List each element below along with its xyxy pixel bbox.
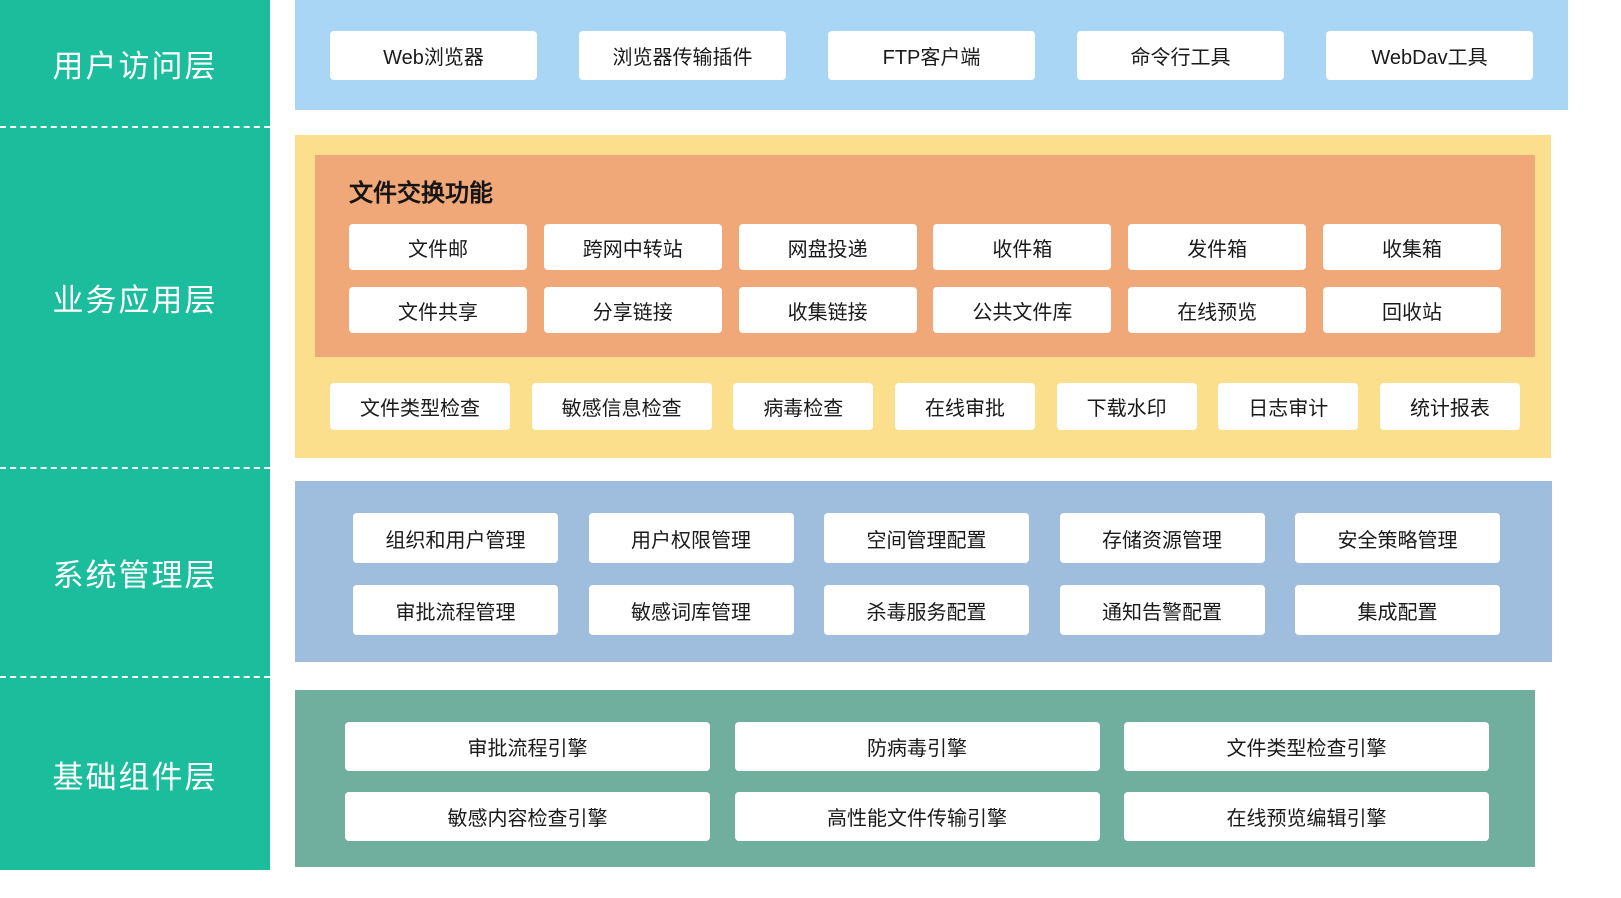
file-exchange-panel: 文件交换功能 文件邮 跨网中转站 网盘投递 收件箱 发件箱 收集箱 文件共享 分… <box>315 155 1535 357</box>
svc-statistics-report: 统计报表 <box>1379 383 1520 430</box>
svc-file-type-check: 文件类型检查 <box>330 383 510 430</box>
mgmt-user-permission-management: 用户权限管理 <box>588 513 794 563</box>
node-webdav-tool: WebDav工具 <box>1326 30 1533 80</box>
mgmt-org-user-management: 组织和用户管理 <box>353 513 558 563</box>
band-system-management: 组织和用户管理 用户权限管理 空间管理配置 存储资源管理 安全策略管理 审批流程… <box>295 481 1552 662</box>
svc-log-audit: 日志审计 <box>1218 383 1359 430</box>
engine-sensitive-content-check: 敏感内容检查引擎 <box>345 792 710 841</box>
mgmt-approval-process-management: 审批流程管理 <box>353 585 558 635</box>
node-browser-transfer-plugin: 浏览器传输插件 <box>579 30 786 80</box>
mgmt-antivirus-service-config: 杀毒服务配置 <box>824 585 1029 635</box>
engine-file-type-check: 文件类型检查引擎 <box>1124 722 1489 771</box>
system-row-1: 组织和用户管理 用户权限管理 空间管理配置 存储资源管理 安全策略管理 <box>353 513 1500 563</box>
exchange-row-1: 文件邮 跨网中转站 网盘投递 收件箱 发件箱 收集箱 <box>349 224 1501 270</box>
node-file-sharing: 文件共享 <box>349 287 527 333</box>
node-inbox: 收件箱 <box>933 224 1112 270</box>
node-ftp-client: FTP客户端 <box>828 30 1035 80</box>
svc-download-watermark: 下载水印 <box>1056 383 1197 430</box>
file-exchange-panel-title: 文件交换功能 <box>349 180 493 207</box>
node-share-link: 分享链接 <box>543 287 722 333</box>
foundation-row-2: 敏感内容检查引擎 高性能文件传输引擎 在线预览编辑引擎 <box>345 792 1489 841</box>
engine-high-performance-transfer: 高性能文件传输引擎 <box>734 792 1100 841</box>
engine-antivirus: 防病毒引擎 <box>734 722 1100 771</box>
node-outbox: 发件箱 <box>1128 224 1307 270</box>
mgmt-integration-config: 集成配置 <box>1295 585 1500 635</box>
sidebar-layer-user-access: 用户访问层 <box>52 48 218 84</box>
node-web-browser: Web浏览器 <box>330 30 537 80</box>
engine-approval-process: 审批流程引擎 <box>345 722 710 771</box>
mgmt-notification-alert-config: 通知告警配置 <box>1059 585 1265 635</box>
layer-sidebar: 用户访问层 业务应用层 系统管理层 基础组件层 <box>0 0 270 870</box>
node-cross-network-relay: 跨网中转站 <box>543 224 722 270</box>
node-command-line-tool: 命令行工具 <box>1077 30 1284 80</box>
engine-online-preview-edit: 在线预览编辑引擎 <box>1124 792 1489 841</box>
node-recycle-station: 回收站 <box>1322 287 1501 333</box>
foundation-row-1: 审批流程引擎 防病毒引擎 文件类型检查引擎 <box>345 722 1489 771</box>
node-online-preview: 在线预览 <box>1128 287 1307 333</box>
business-services-row: 文件类型检查 敏感信息检查 病毒检查 在线审批 下载水印 日志审计 统计报表 <box>315 383 1535 430</box>
mgmt-sensitive-dictionary-management: 敏感词库管理 <box>588 585 794 635</box>
band-user-access: Web浏览器 浏览器传输插件 FTP客户端 命令行工具 WebDav工具 <box>295 0 1568 110</box>
svc-sensitive-info-check: 敏感信息检查 <box>531 383 712 430</box>
band-foundation-components: 审批流程引擎 防病毒引擎 文件类型检查引擎 敏感内容检查引擎 高性能文件传输引擎… <box>295 690 1535 867</box>
exchange-row-2: 文件共享 分享链接 收集链接 公共文件库 在线预览 回收站 <box>349 287 1501 333</box>
svc-virus-check: 病毒检查 <box>733 383 874 430</box>
node-public-file-library: 公共文件库 <box>933 287 1112 333</box>
mgmt-security-policy-management: 安全策略管理 <box>1295 513 1500 563</box>
band-business-application: 文件交换功能 文件邮 跨网中转站 网盘投递 收件箱 发件箱 收集箱 文件共享 分… <box>295 135 1551 458</box>
node-netdisk-delivery: 网盘投递 <box>738 224 917 270</box>
mgmt-storage-resource-management: 存储资源管理 <box>1059 513 1265 563</box>
node-file-mail: 文件邮 <box>349 224 527 270</box>
sidebar-layer-business-application: 业务应用层 <box>0 126 270 467</box>
node-collection-box: 收集箱 <box>1322 224 1501 270</box>
system-row-2: 审批流程管理 敏感词库管理 杀毒服务配置 通知告警配置 集成配置 <box>353 585 1500 635</box>
node-collect-link: 收集链接 <box>738 287 917 333</box>
sidebar-layer-system-management: 系统管理层 <box>0 467 270 676</box>
sidebar-layer-foundation-components: 基础组件层 <box>0 676 270 870</box>
svc-online-approval: 在线审批 <box>894 383 1035 430</box>
mgmt-space-management-config: 空间管理配置 <box>824 513 1029 563</box>
